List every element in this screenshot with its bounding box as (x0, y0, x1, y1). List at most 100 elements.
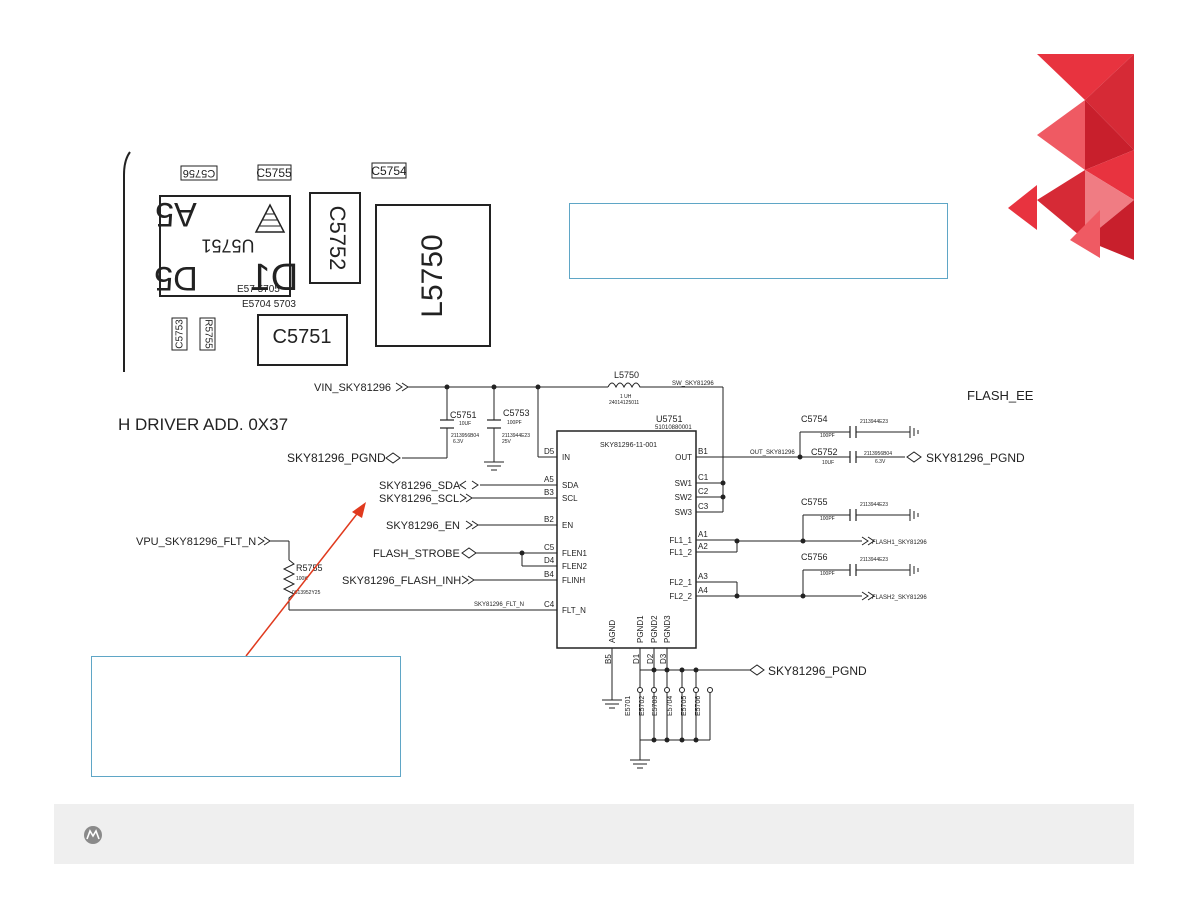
layout-d1: D1 (250, 257, 299, 299)
layout-c5752: C5752 (325, 206, 350, 271)
pin-name-AGND: AGND (608, 620, 617, 643)
net-vin: VIN_SKY81296 (314, 382, 391, 394)
c5755-val: 100PF (820, 516, 835, 522)
pin-num-D2: D2 (646, 653, 655, 664)
r5755-ref: R5755 (296, 563, 323, 573)
pin-name-PGND1: PGND1 (636, 615, 645, 643)
c5753-ref: C5753 (503, 408, 530, 418)
net-flash2: FLASH2_SKY81296 (872, 595, 927, 601)
pin-num-B5: B5 (604, 654, 613, 664)
net-scl: SKY81296_SCL (379, 493, 459, 505)
c5753-v: 25V (502, 439, 512, 445)
pin-num-D5: D5 (544, 447, 555, 456)
layout-c5751: C5751 (273, 326, 332, 348)
c5752-ref: C5752 (811, 447, 838, 457)
layout-r5755: R5755 (202, 319, 213, 349)
layout-u5751: U5751 (201, 235, 254, 255)
layout-c5756: C5756 (183, 167, 215, 179)
c5754-ref: C5754 (801, 414, 828, 424)
annotation-arrow (245, 502, 366, 657)
pin-name-PGND2: PGND2 (650, 615, 659, 643)
wires (276, 386, 910, 760)
net-out: OUT_SKY81296 (750, 450, 795, 456)
pin-num-D1: D1 (632, 653, 641, 664)
pin-name-FL1_1: FL1_1 (669, 536, 692, 545)
c5754-pn: 2113944E23 (860, 419, 888, 425)
ic-pn: 51010880001 (655, 425, 692, 431)
c5754-val: 100PF (820, 433, 835, 439)
c5755-ref: C5755 (801, 497, 828, 507)
pin-name-FL2_1: FL2_1 (669, 578, 692, 587)
motorola-logo-icon (84, 826, 102, 844)
net-flash-strobe: FLASH_STROBE (373, 548, 460, 560)
c5752-v: 6.3V (875, 459, 886, 465)
esd-pad-E5703: E5703 (652, 696, 659, 716)
esd-pad-E5702: E5702 (639, 696, 646, 716)
pin-num-B2: B2 (544, 515, 554, 524)
esd-pad-E5705: E5705 (681, 696, 688, 716)
pin-name-SW3: SW3 (675, 508, 693, 517)
net-pgnd-right: SKY81296_PGND (926, 451, 1025, 465)
net-flash-inh: SKY81296_FLASH_INH (342, 575, 461, 587)
c5756-pn: 2113944E23 (860, 557, 888, 563)
net-flash1: FLASH1_SKY81296 (872, 540, 927, 546)
net-flt-n: SKY81296_FLT_N (474, 602, 524, 608)
junctions (444, 384, 806, 743)
l5750-val: 1 UH (620, 394, 632, 400)
pin-num-A3: A3 (698, 572, 708, 581)
net-sw: SW_SKY81296 (672, 381, 714, 387)
c5751-v: 6.3V (453, 439, 464, 445)
c5756-val: 100PF (820, 571, 835, 577)
c5751-val: 10UF (459, 421, 471, 427)
footer-bar (54, 804, 1134, 864)
ic-u5751-body (556, 430, 697, 649)
esd-pad-E5704: E5704 (667, 696, 674, 716)
layout-e57-group2: E5704 5703 (242, 299, 296, 310)
pin-name-FLT_N: FLT_N (562, 606, 586, 615)
pin-name-FL1_2: FL1_2 (669, 548, 692, 557)
r5755-val: 100K (296, 576, 308, 582)
pin-num-D3: D3 (659, 653, 668, 664)
decorative-triangles (1008, 54, 1134, 260)
pin-name-FLINH: FLINH (562, 576, 585, 585)
pin-num-C4: C4 (544, 600, 555, 609)
pin-name-SW1: SW1 (675, 479, 693, 488)
pin-name-IN: IN (562, 453, 570, 462)
net-pgnd-left: SKY81296_PGND (287, 451, 386, 465)
c5752-pn: 2113956B04 (864, 451, 892, 457)
pin-name-FLEN1: FLEN1 (562, 549, 587, 558)
pin-num-C3: C3 (698, 502, 709, 511)
net-connectors (257, 382, 922, 676)
c5753-val: 100PF (507, 420, 522, 426)
pin-num-D4: D4 (544, 556, 555, 565)
pin-num-C5: C5 (544, 543, 555, 552)
capacitors (440, 419, 857, 576)
c5753-pn: 2113944E23 (502, 433, 530, 439)
ic-ref: U5751 (656, 414, 683, 424)
pin-num-A5: A5 (544, 475, 554, 484)
esd-pad-E5706: E5706 (695, 696, 702, 716)
resistor-r5755 (282, 559, 296, 600)
l5750-pn: 24014125011 (609, 400, 639, 406)
pin-num-A1: A1 (698, 530, 708, 539)
layout-a5: A5 (155, 195, 197, 233)
pin-name-FL2_2: FL2_2 (669, 592, 692, 601)
flash-label: FLASH_EE (967, 388, 1034, 403)
layout-c5753: C5753 (175, 319, 186, 349)
pin-num-B1: B1 (698, 447, 708, 456)
component-labels: C5751 10UF 2113956B04 6.3V C5753 100PF 2… (292, 370, 892, 596)
pcb-layout-view (123, 151, 491, 372)
inductor-l5750 (607, 382, 642, 389)
pin-name-PGND3: PGND3 (663, 615, 672, 643)
annotation-box-top (569, 203, 948, 279)
c5751-pn: 2113956B04 (451, 433, 479, 439)
pin-name-SDA: SDA (562, 481, 579, 490)
net-sda: SKY81296_SDA (379, 480, 461, 492)
net-en: SKY81296_EN (386, 520, 460, 532)
pin-num-C1: C1 (698, 473, 709, 482)
layout-l5750: L5750 (416, 234, 449, 317)
layout-c5755: C5755 (256, 166, 292, 180)
pin-num-A4: A4 (698, 586, 708, 595)
c5755-pn: 2113944E23 (860, 502, 888, 508)
